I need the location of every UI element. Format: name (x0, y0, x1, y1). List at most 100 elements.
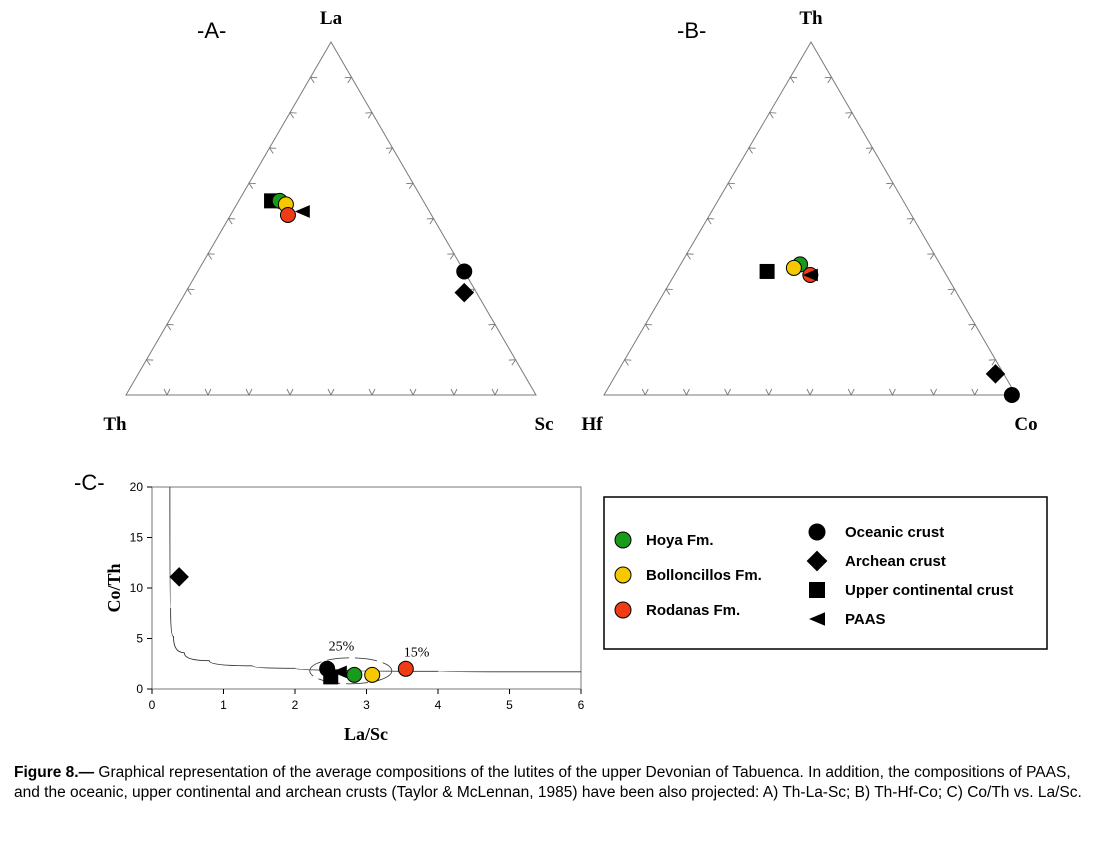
y-axis-title: Co/Th (104, 563, 124, 612)
legend-label: Hoya Fm. (646, 532, 714, 549)
tick-mark (166, 323, 174, 331)
tick-mark (768, 112, 777, 119)
x-tick-label: 1 (220, 698, 227, 712)
bolloncillos-fm-marker (785, 259, 802, 276)
tick-mark (623, 359, 632, 366)
rodanas-fm-marker (279, 206, 296, 223)
ternary-a-points (264, 192, 474, 303)
ternary-panel-a: -A- La Th Sc (103, 8, 553, 435)
x-tick-label: 2 (292, 698, 299, 712)
tick-mark (845, 112, 853, 119)
y-tick-label: 20 (130, 480, 144, 494)
ternary-panel-b: -B- Th Hf Co (581, 8, 1037, 435)
mixing-curve: 25% 15% (169, 486, 582, 685)
tick-mark (426, 217, 435, 225)
tick-mark (971, 388, 979, 397)
tick-mark (365, 112, 373, 119)
percent-annotation: 25% (329, 640, 355, 655)
ternary-b-frame (603, 41, 1017, 397)
legend: Hoya Fm. Bolloncillos Fm. Rodanas Fm. Ocean… (603, 496, 1048, 650)
paas-marker (331, 665, 347, 679)
paas-marker (809, 612, 825, 626)
triangle-outline (125, 41, 537, 396)
tick-mark (748, 147, 756, 154)
y-tick-label: 0 (136, 682, 143, 696)
legend-box (603, 496, 1048, 650)
tick-mark (865, 147, 874, 154)
oceanic-crust-marker (1003, 387, 1020, 403)
caption-lead: Figure 8.— (14, 764, 95, 781)
legend-label: PAAS (845, 611, 886, 628)
vertex-la-label: La (320, 8, 343, 29)
x-tick-label: 0 (149, 698, 156, 712)
panel-b-label: -B- (677, 18, 706, 43)
archean-crust-marker (806, 550, 828, 572)
panel-a-label: -A- (197, 18, 226, 43)
tick-mark (491, 388, 499, 397)
figure-caption: Figure 8.— Graphical representation of t… (14, 763, 1094, 803)
tick-mark (727, 182, 735, 190)
tick-mark (344, 76, 353, 84)
vertex-co-label: Co (1014, 414, 1037, 435)
tick-mark (906, 217, 915, 225)
scatter-points (169, 567, 414, 685)
legend-label: Rodanas Fm. (646, 602, 740, 619)
hoya-fm-marker (346, 666, 363, 683)
tick-mark (447, 253, 455, 260)
vertex-th-label: Th (799, 8, 823, 29)
tick-mark (163, 388, 171, 397)
percent-annotation: 15% (404, 646, 430, 661)
tick-mark (385, 147, 394, 154)
paas-marker (802, 268, 818, 282)
legend-label: Oceanic crust (845, 524, 944, 541)
tick-mark (309, 76, 318, 84)
upper-continental-crust-marker (809, 582, 825, 598)
tick-mark (789, 76, 798, 84)
tick-mark (268, 147, 277, 154)
bolloncillos-fm-marker (364, 666, 381, 683)
tick-mark (204, 388, 212, 397)
x-tick-label: 6 (578, 698, 585, 712)
rodanas-fm-marker (397, 660, 414, 677)
vertex-sc-label: Sc (535, 414, 554, 435)
tick-mark (327, 388, 335, 397)
tick-mark (927, 253, 935, 260)
tick-mark (508, 359, 517, 366)
triangle-outline (603, 41, 1017, 396)
tick-mark (245, 388, 253, 397)
tick-mark (847, 388, 855, 397)
mixing-curve-line (169, 486, 582, 673)
archean-crust-marker (985, 364, 1006, 384)
tick-mark (886, 182, 894, 190)
tick-mark (930, 388, 938, 397)
x-axis-title: La/Sc (344, 724, 388, 744)
x-tick-label: 4 (435, 698, 442, 712)
tick-mark (186, 288, 195, 295)
archean-crust-marker (169, 567, 189, 587)
tick-mark (968, 323, 976, 331)
tick-mark (685, 253, 694, 260)
tick-mark (947, 288, 956, 295)
y-tick-label: 15 (130, 531, 144, 545)
archean-crust-marker (454, 282, 474, 303)
tick-mark (888, 388, 896, 397)
legend-label: Archean crust (845, 553, 946, 570)
tick-mark (286, 388, 294, 397)
tick-mark (409, 388, 417, 397)
legend-label: Bolloncillos Fm. (646, 567, 762, 584)
x-tick-label: 3 (363, 698, 370, 712)
tick-mark (227, 217, 236, 225)
vertex-hf-label: Hf (581, 414, 603, 435)
tick-mark (682, 388, 690, 397)
y-tick-label: 10 (130, 581, 144, 595)
tick-mark (644, 323, 653, 331)
tick-mark (248, 182, 256, 190)
upper-continental-crust-marker (323, 669, 339, 685)
caption-text: Graphical representation of the average … (14, 764, 1082, 801)
rodanas-fm-marker (614, 601, 632, 619)
tick-mark (824, 76, 833, 84)
uncertainty-envelope (309, 657, 393, 685)
upper-continental-crust-marker (759, 263, 775, 279)
tick-mark (450, 388, 458, 397)
